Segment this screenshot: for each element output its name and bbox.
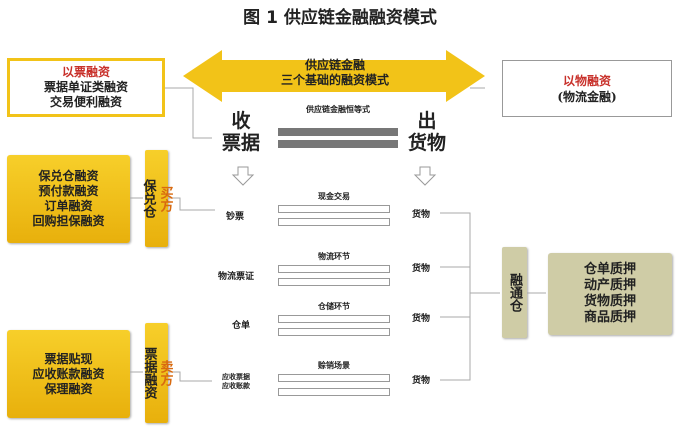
box-line: 应收账款融资 (32, 366, 105, 381)
seller-tag: 卖方票据融资 (142, 323, 173, 423)
row-left-label: 仓单 (232, 321, 251, 331)
down-arrow-icon (231, 166, 255, 186)
row-bar (278, 218, 390, 226)
row-caption: 物流环节 (318, 251, 350, 261)
row-left-label: 物流票证 (218, 272, 255, 282)
down-arrow-icon (413, 166, 437, 186)
row-right-label: 货物 (412, 314, 431, 324)
bill-financing-box: 以票融资 票据单证类融资 交易便利融资 (7, 58, 165, 117)
box-line: 票据单证类融资 (43, 80, 128, 94)
tag-colored: 卖方 (157, 360, 173, 386)
tag-rest: 票据融资 (141, 347, 157, 399)
tag-colored: 买方 (157, 185, 173, 212)
ship-goods-label: 出 货物 (402, 110, 452, 154)
row-left-label: 钞票 (226, 212, 245, 222)
row-bar (278, 278, 390, 286)
box-line: 订单融资 (44, 199, 93, 213)
box-line: 保兑仓融资 (38, 169, 99, 183)
box-line: 动产质押 (583, 278, 636, 293)
box-line: 仓单质押 (583, 262, 636, 277)
double-arrow (183, 50, 485, 102)
collect-line2: 票据 (221, 132, 260, 154)
identity-bar (278, 128, 398, 136)
row-bar (278, 374, 390, 382)
arrow-line1: 供应链金融 (304, 58, 365, 72)
box-line: 货物质押 (583, 294, 636, 309)
row-caption: 现金交易 (318, 191, 350, 201)
identity-label: 供应链金融恒等式 (306, 104, 370, 114)
warehouse-box: 融通仓 (502, 247, 527, 338)
box-line: 回购担保融资 (32, 214, 105, 228)
row-left-line: 应收票据 (222, 372, 250, 381)
box-line: 交易便利融资 (49, 95, 122, 109)
goods-financing-box: 以物融资 (物流金融) (502, 60, 672, 117)
collect-line1: 收 (231, 110, 251, 132)
center-arrow-label: 供应链金融 三个基础的融资模式 (250, 58, 420, 88)
row-bar (278, 315, 390, 323)
row-left-line: 应收账款 (222, 381, 250, 390)
box-line: 票据贴现 (44, 351, 93, 366)
row-bar (278, 388, 390, 396)
row-bar (278, 328, 390, 336)
row-right-label: 货物 (412, 210, 431, 220)
collect-bills-label: 收 票据 (216, 110, 266, 154)
box-line: 预付款融资 (38, 184, 99, 198)
pledge-box: 仓单质押 动产质押 货物质押 商品质押 (548, 253, 672, 335)
row-right-label: 货物 (412, 264, 431, 274)
buyer-tag: 买方保兑仓 (141, 150, 173, 247)
arrow-line2: 三个基础的融资模式 (280, 73, 389, 87)
row-right-label: 货物 (412, 376, 431, 386)
row-left-label: 应收票据 应收账款 (222, 372, 250, 390)
box-heading: 以物融资 (562, 73, 611, 88)
ship-line2: 货物 (407, 132, 446, 154)
box-line: 保理融资 (44, 381, 93, 396)
figure-title: 图 1 供应链金融融资模式 (243, 8, 437, 28)
row-caption: 仓储环节 (318, 301, 350, 311)
box-line: 商品质押 (583, 310, 636, 325)
identity-bar (278, 140, 398, 148)
box-line: (物流金融) (557, 89, 617, 104)
ship-line1: 出 (417, 110, 437, 132)
box-heading: 以票融资 (61, 65, 110, 79)
row-bar (278, 265, 390, 273)
buyer-financing-box: 保兑仓融资 预付款融资 订单融资 回购担保融资 (7, 155, 130, 243)
row-caption: 赊销场景 (318, 360, 350, 370)
row-bar (278, 205, 390, 213)
seller-financing-box: 票据贴现 应收账款融资 保理融资 (7, 330, 130, 418)
tag-rest: 保兑仓 (140, 179, 156, 218)
